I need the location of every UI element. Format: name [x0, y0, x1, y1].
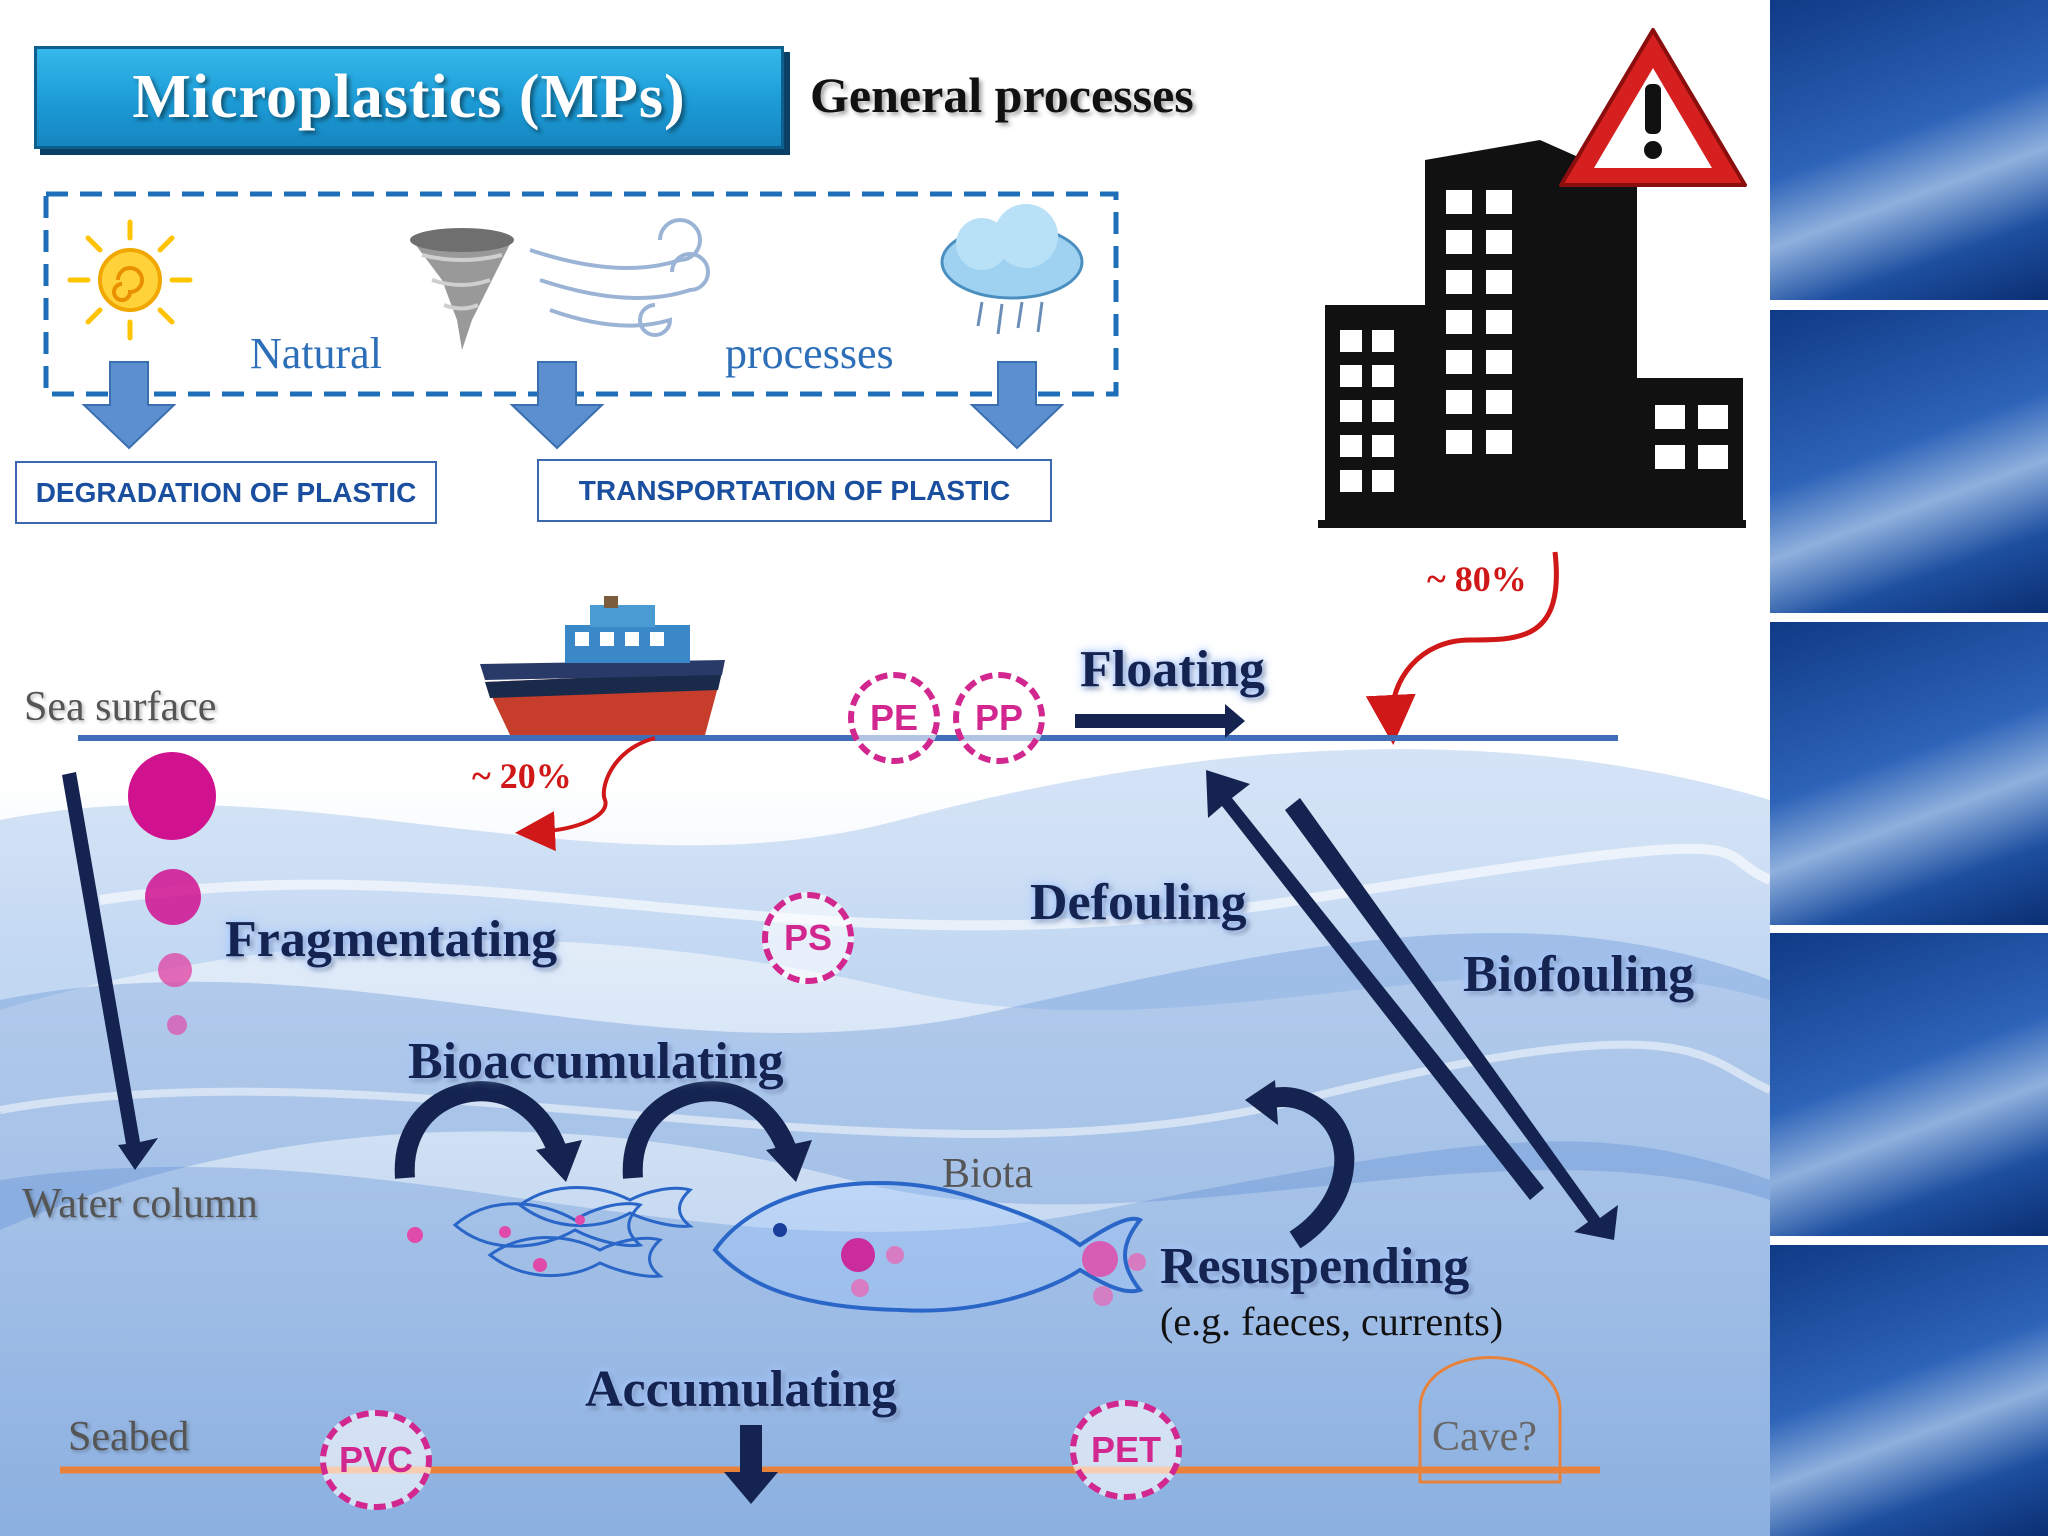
warning-triangle-icon [1559, 28, 1747, 187]
bioaccumulating-arrow-1 [394, 1081, 582, 1182]
accumulating-label: Accumulating [585, 1361, 897, 1418]
subtitle: General processes [810, 67, 1194, 123]
sea-surface-label: Sea surface [24, 684, 217, 730]
polymer-pet-label: PET [1090, 1429, 1161, 1470]
side-panel-tile-2 [1770, 310, 2048, 613]
side-panel-tile-4 [1770, 933, 2048, 1236]
accumulating-arrow [724, 1425, 778, 1504]
transportation-box: TRANSPORTATION OF PLASTIC [537, 459, 1052, 522]
wind-icon [529, 218, 710, 337]
sun-icon [67, 219, 193, 341]
fragmentating-label: Fragmentating [225, 911, 558, 968]
transportation-arrow-2 [969, 361, 1065, 450]
cave-icon [1418, 1356, 1562, 1484]
tornado-icon [410, 228, 514, 350]
resuspending-arrow [1245, 1080, 1355, 1249]
natural-processes-box [43, 191, 1119, 397]
biota-label: Biota [942, 1151, 1033, 1197]
city-buildings-icon [1318, 140, 1746, 528]
polymer-pvc-badge: PVC [320, 1410, 432, 1510]
processes-word: processes [725, 329, 894, 378]
ship-icon [480, 596, 725, 735]
polymer-pe-badge: PE [848, 672, 940, 764]
biofouling-label: Biofouling [1463, 946, 1695, 1003]
land-input-arrow [1365, 551, 1559, 745]
polymer-pvc-label: PVC [338, 1439, 414, 1480]
rain-cloud-icon [940, 204, 1084, 335]
side-panel-tile-3 [1770, 622, 2048, 925]
fish-school-icon [452, 1186, 694, 1278]
biofouling-arrow [1285, 798, 1618, 1240]
degradation-label: DEGRADATION OF PLASTIC [35, 476, 417, 508]
ocean-background [0, 740, 1772, 1536]
water-column-label: Water column [22, 1181, 258, 1227]
side-panel-tile-5 [1770, 1245, 2048, 1536]
polymer-pp-badge: PP [953, 672, 1045, 764]
polymer-ps-label: PS [783, 917, 833, 958]
land-percentage: ~ 80% [1427, 559, 1527, 599]
transportation-arrow-1 [509, 361, 605, 450]
bioaccumulating-label: Bioaccumulating [408, 1033, 784, 1090]
degradation-arrow [81, 361, 177, 450]
title-text: Microplastics (MPs) [132, 63, 686, 131]
sinking-arrow [62, 772, 158, 1170]
polymer-pet-badge: PET [1070, 1400, 1182, 1500]
seabed-label: Seabed [68, 1414, 190, 1460]
sea-percentage: ~ 20% [472, 756, 572, 796]
defouling-arrow [1206, 770, 1544, 1200]
bioaccumulating-arrow-2 [622, 1081, 812, 1182]
polymer-ps-badge: PS [762, 892, 854, 984]
resuspending-note: (e.g. faeces, currents) [1160, 1299, 1504, 1344]
fragment-particles [128, 752, 216, 1035]
defouling-label: Defouling [1030, 874, 1247, 931]
polymer-pe-label: PE [869, 697, 919, 738]
natural-word: Natural [250, 329, 382, 378]
side-panel-tile-1 [1770, 0, 2048, 300]
floating-arrow [1075, 704, 1245, 738]
sea-input-arrow [515, 736, 656, 852]
big-fish-icon [712, 1180, 1144, 1313]
cave-label: Cave? [1432, 1414, 1537, 1460]
floating-label: Floating [1080, 641, 1265, 698]
transportation-label: TRANSPORTATION OF PLASTIC [578, 474, 1011, 506]
resuspended-particles [1082, 1241, 1146, 1306]
polymer-pp-label: PP [974, 697, 1024, 738]
fish-school-particles [407, 1215, 585, 1272]
title-banner: Microplastics (MPs) [34, 46, 784, 149]
resuspending-label: Resuspending [1160, 1238, 1470, 1295]
degradation-box: DEGRADATION OF PLASTIC [15, 461, 437, 524]
